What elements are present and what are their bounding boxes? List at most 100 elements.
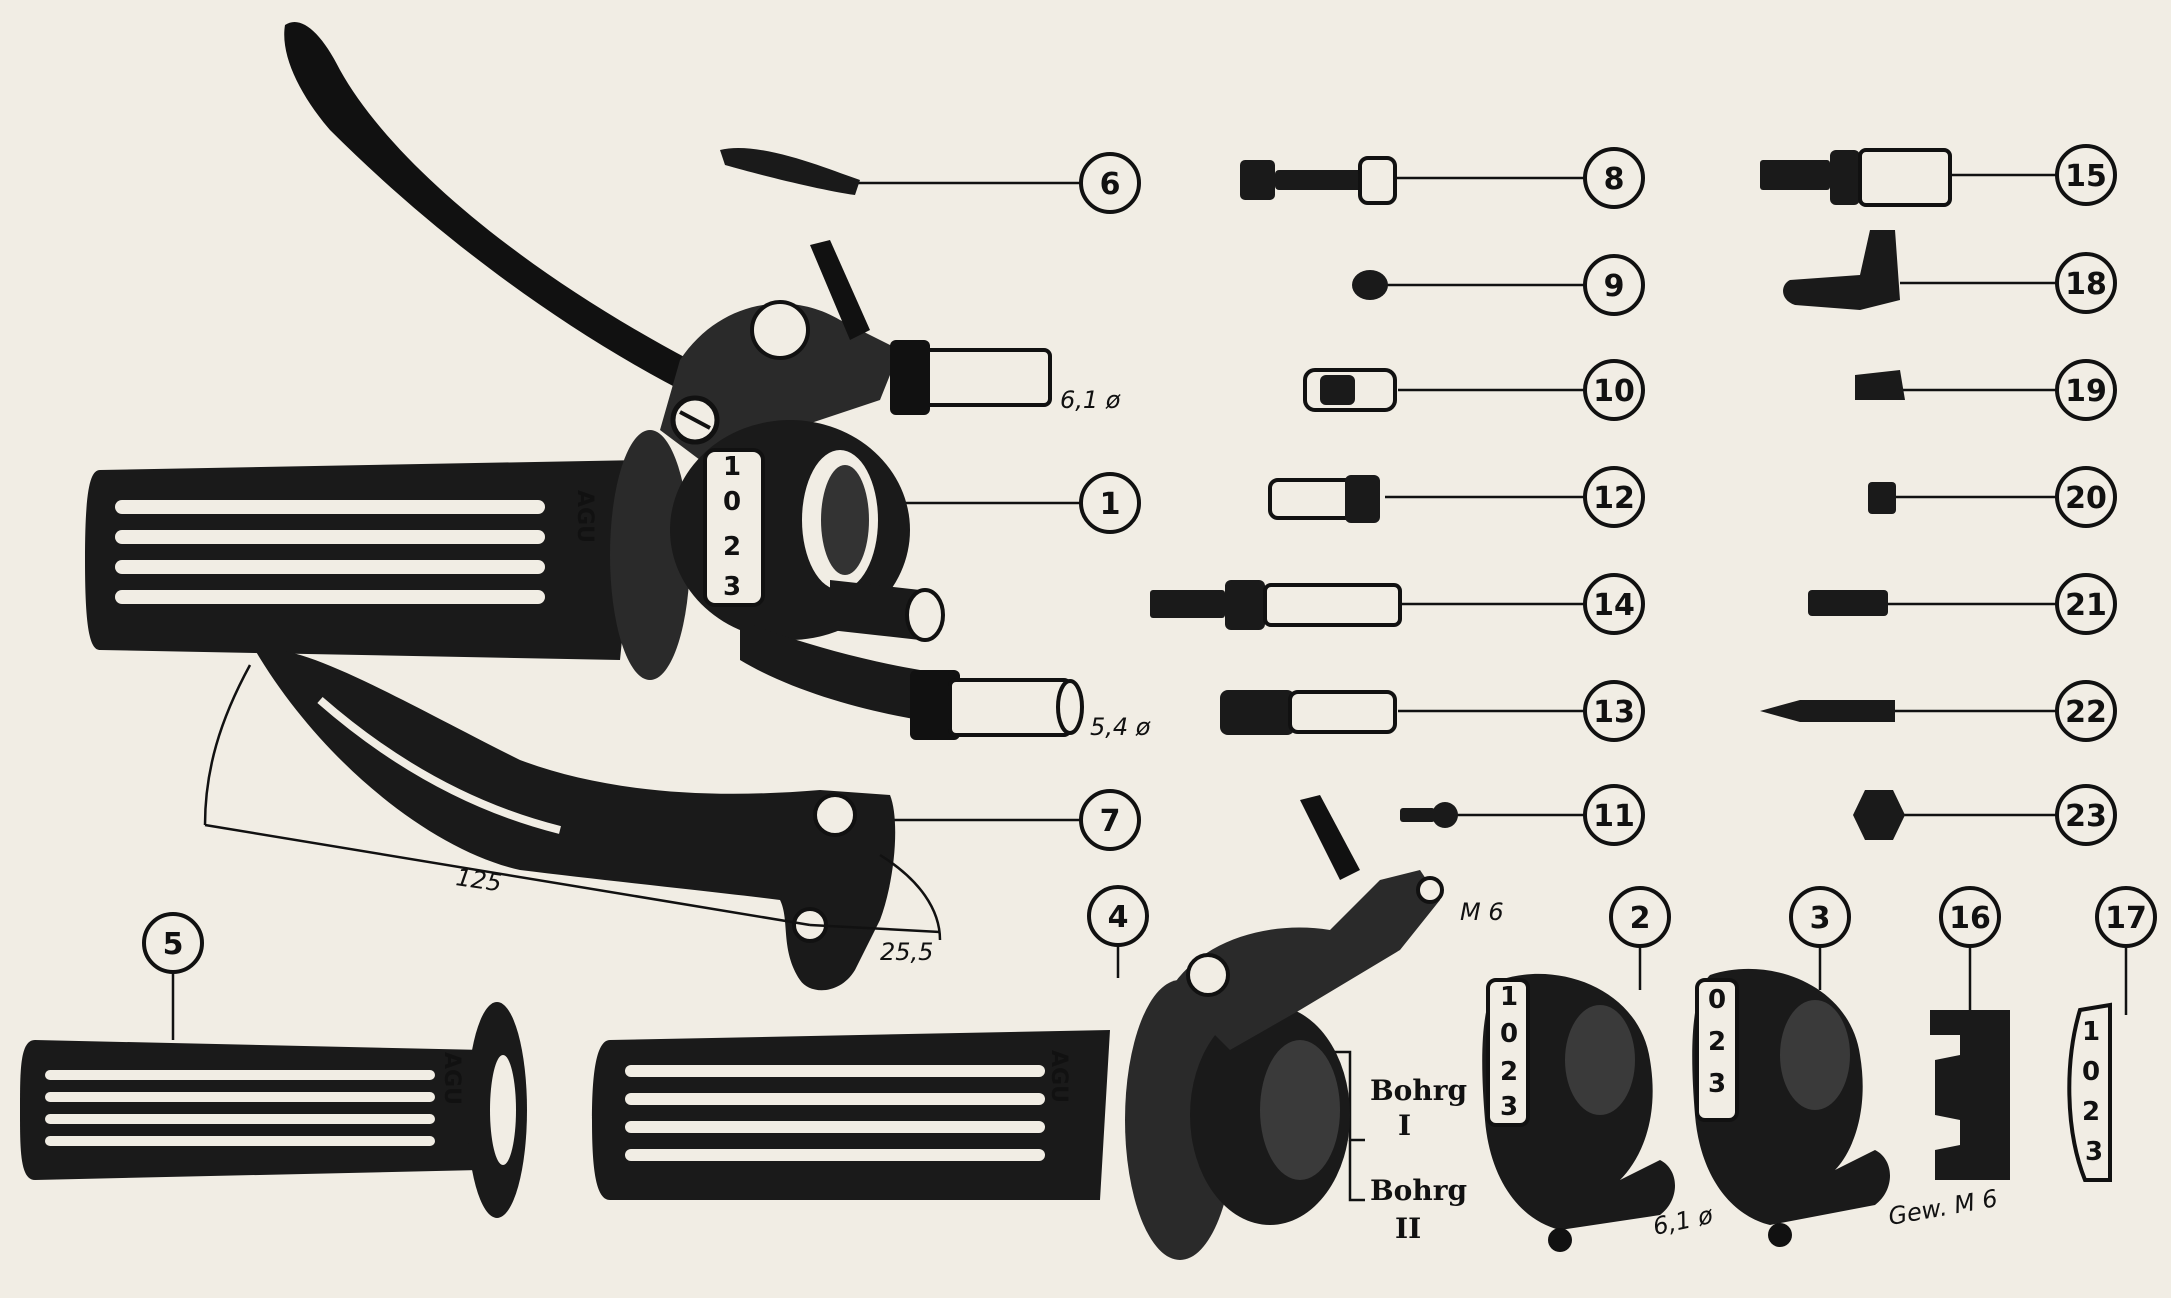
grip-brand-4: AGU	[1046, 1050, 1071, 1103]
part-3-housing: 0 2 3	[1692, 968, 1890, 1247]
part-21-screw	[1808, 590, 1888, 616]
part-2-housing: 1 0 2 3	[1482, 973, 1675, 1252]
part-11-pin	[1400, 802, 1458, 828]
svg-text:14: 14	[1593, 588, 1635, 623]
dim-lever-offset: 25,5	[880, 938, 933, 966]
svg-text:22: 22	[2065, 695, 2107, 730]
callout-20: 20	[2055, 466, 2117, 528]
callout-19: 19	[2055, 359, 2117, 421]
callout-3: 3	[1789, 886, 1851, 948]
svg-text:13: 13	[1593, 695, 1635, 730]
svg-text:3: 3	[1810, 901, 1831, 936]
svg-text:1: 1	[1100, 487, 1121, 522]
svg-text:17: 17	[2105, 901, 2147, 936]
callout-10: 10	[1583, 359, 1645, 421]
bore-2-line1: Bohrg	[1370, 1174, 1467, 1207]
part-19-nut	[1855, 370, 1905, 400]
dim-cable-bottom: 5,4 ø	[1090, 713, 1151, 741]
part-8-bolt	[1240, 156, 1397, 205]
dial2-mark-2: 2	[1500, 1057, 1518, 1087]
bore-1-line2: I	[1398, 1109, 1411, 1142]
dial17-mark-1: 1	[2082, 1017, 2100, 1047]
dial-mark-2: 2	[723, 532, 741, 562]
callout-6: 6	[1079, 152, 1141, 214]
svg-text:12: 12	[1593, 481, 1635, 516]
dial-mark-0: 0	[723, 487, 741, 517]
part-16-insert	[1930, 1010, 2010, 1180]
callout-23: 23	[2055, 784, 2117, 846]
callout-11: 11	[1583, 784, 1645, 846]
svg-text:9: 9	[1604, 269, 1625, 304]
dial2-mark-3: 3	[1500, 1092, 1518, 1122]
callout-2: 2	[1609, 886, 1671, 948]
part-1-throttle-assembly: AGU 1 0 2 3	[85, 22, 1084, 740]
part-23-nut	[1853, 790, 1905, 840]
dial17-mark-3: 3	[2085, 1137, 2103, 1167]
callout-8: 8	[1583, 147, 1645, 209]
part-14-adjuster	[1150, 580, 1402, 630]
dial17-mark-0: 0	[2082, 1057, 2100, 1087]
dial-mark-3: 3	[723, 572, 741, 602]
part-13-nipple	[1220, 690, 1397, 735]
small-parts	[720, 147, 1952, 840]
svg-text:5: 5	[163, 927, 184, 962]
callout-16: 16	[1939, 886, 2001, 948]
part-6-clip	[720, 147, 860, 195]
dial3-mark-2: 2	[1708, 1027, 1726, 1057]
callout-22: 22	[2055, 680, 2117, 742]
part-5-grip: AGU	[20, 1002, 527, 1218]
dim-cable-top: 6,1 ø	[1060, 386, 1121, 414]
svg-text:20: 20	[2065, 481, 2107, 516]
part-10-barrel	[1303, 368, 1397, 412]
part-15-adjuster	[1760, 148, 1952, 207]
svg-text:11: 11	[1593, 799, 1635, 834]
callout-14: 14	[1583, 573, 1645, 635]
callout-9: 9	[1583, 254, 1645, 316]
grip-brand-5: AGU	[439, 1052, 464, 1105]
callout-4: 4	[1087, 885, 1149, 947]
dial3-mark-3: 3	[1708, 1069, 1726, 1099]
dim-gew-m6: Gew. M 6	[1886, 1184, 2000, 1231]
dim-lever-length: 125	[454, 863, 503, 897]
callout-1: 1	[1079, 472, 1141, 534]
dial-mark-1: 1	[723, 452, 741, 482]
svg-text:8: 8	[1604, 162, 1625, 197]
svg-text:4: 4	[1108, 900, 1129, 935]
callout-18: 18	[2055, 252, 2117, 314]
svg-text:6: 6	[1100, 167, 1121, 202]
part-20-nut	[1868, 482, 1896, 514]
upper-lever-blade	[284, 22, 720, 400]
svg-text:21: 21	[2065, 588, 2107, 623]
bore-1-line1: Bohrg	[1370, 1074, 1467, 1107]
svg-text:19: 19	[2065, 374, 2107, 409]
part-18-bracket	[1783, 230, 1900, 310]
part-9-nipple	[1352, 270, 1388, 300]
dial17-mark-2: 2	[2082, 1097, 2100, 1127]
lever-pivot-housing	[660, 303, 900, 460]
callout-17: 17	[2095, 886, 2157, 948]
callout-7: 7	[1079, 789, 1141, 851]
svg-text:7: 7	[1100, 804, 1121, 839]
callout-12: 12	[1583, 466, 1645, 528]
svg-text:10: 10	[1593, 374, 1635, 409]
callout-13: 13	[1583, 680, 1645, 742]
dial3-mark-0: 0	[1708, 985, 1726, 1015]
callout-21: 21	[2055, 573, 2117, 635]
callout-circles: 6 8 15 9 18 10 19 1 12 20 14 21 13 22 7 …	[142, 144, 2157, 974]
grip-brand-1: AGU	[572, 490, 597, 543]
dim-thread-m6: M 6	[1460, 898, 1504, 926]
svg-text:16: 16	[1949, 901, 1991, 936]
dial2-mark-1: 1	[1500, 982, 1518, 1012]
dial2-mark-0: 0	[1500, 1019, 1518, 1049]
svg-text:23: 23	[2065, 799, 2107, 834]
svg-text:18: 18	[2065, 267, 2107, 302]
callout-15: 15	[2055, 144, 2117, 206]
svg-text:2: 2	[1630, 901, 1651, 936]
svg-text:15: 15	[2065, 159, 2107, 194]
part-22-screw	[1760, 700, 1895, 722]
callout-5: 5	[142, 912, 204, 974]
part-4-throttle-body: AGU	[592, 795, 1444, 1260]
part-12-barrel	[1268, 475, 1380, 523]
bore-2-line2: II	[1395, 1212, 1421, 1245]
